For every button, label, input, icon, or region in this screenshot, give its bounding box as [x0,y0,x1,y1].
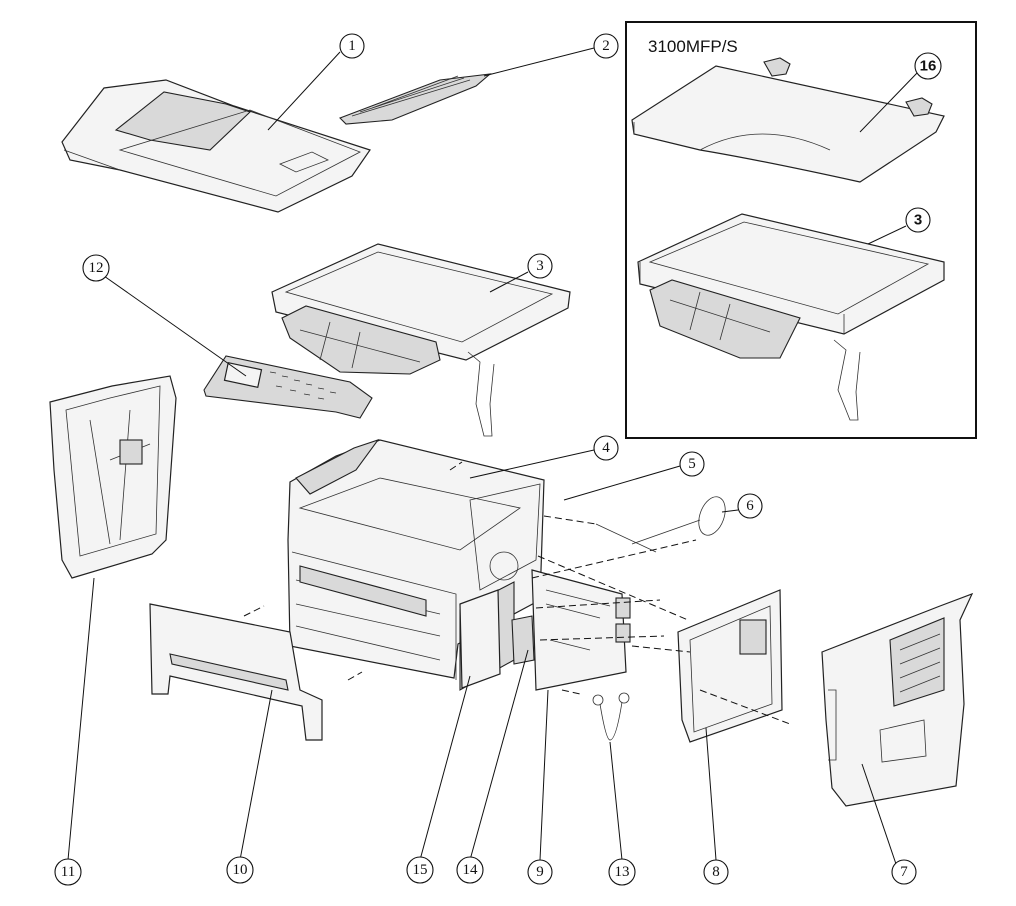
callout-3-inset: 3 [905,207,931,233]
svg-text:10: 10 [233,862,248,878]
callout-8: 8 [703,859,729,885]
part-13-cable [592,692,630,741]
part-2-document-tray [339,73,492,125]
callout-1: 1 [339,33,365,59]
callout-15: 15 [406,856,434,884]
svg-text:6: 6 [746,498,754,514]
part-1-adf-assembly [61,79,371,213]
callout-10: 10 [226,856,254,884]
part-3-scanner-unit-inset [637,213,945,421]
callout-4: 4 [593,435,619,461]
callout-7: 7 [891,859,917,885]
callout-11: 11 [54,858,82,886]
inset-frame [625,21,977,439]
part-12-operator-panel [203,355,373,419]
leader-lines [67,47,919,865]
part-7-right-cover [821,592,974,807]
svg-text:15: 15 [413,862,428,878]
assembly-dashed-lines [243,461,791,725]
part-3-scanner-unit [271,243,571,437]
callout-5: 5 [679,451,705,477]
part-10-front-cover [149,603,323,741]
svg-text:12: 12 [89,260,104,276]
part-8-rear-cover [677,589,783,743]
callout-9: 9 [527,859,553,885]
callout-12: 12 [82,254,110,282]
callout-14: 14 [456,856,484,884]
callout-16: 16 [914,52,942,80]
callout-2: 2 [593,33,619,59]
svg-text:8: 8 [712,864,720,880]
svg-text:3: 3 [914,212,922,229]
svg-text:16: 16 [920,58,937,75]
inset-title: 3100MFP/S [648,37,738,56]
svg-text:5: 5 [688,456,696,472]
part-6-cable [631,496,726,545]
callout-3: 3 [527,253,553,279]
part-9-controller-board [531,569,631,691]
svg-text:4: 4 [602,440,610,456]
part-11-left-cover [49,375,177,579]
part-4-main-engine [287,438,545,691]
part-16-flatbed-cover [631,57,945,183]
svg-text:13: 13 [615,864,630,880]
svg-text:7: 7 [900,864,908,880]
svg-text:2: 2 [602,38,610,54]
callout-13: 13 [608,858,636,886]
svg-text:3: 3 [536,258,544,274]
part-15-power-supply [459,589,501,689]
part-5-cable [595,523,657,553]
callout-6: 6 [737,493,763,519]
svg-text:14: 14 [463,862,479,878]
part-14-bracket [511,615,535,665]
svg-text:11: 11 [61,864,75,880]
svg-text:9: 9 [536,864,544,880]
svg-text:1: 1 [348,38,356,54]
